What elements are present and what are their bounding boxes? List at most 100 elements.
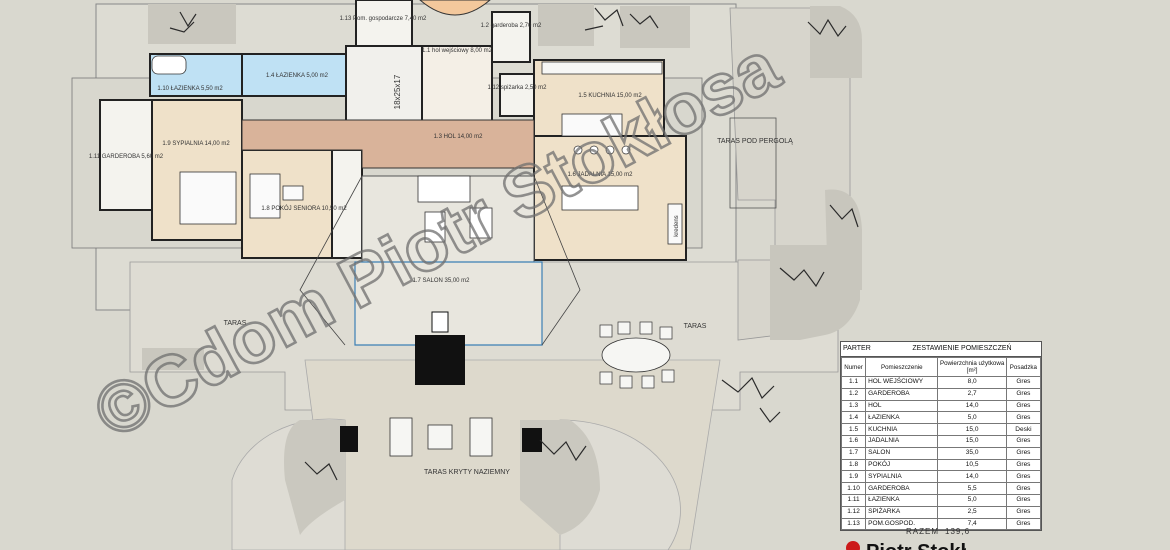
cell-area: 8,0 [937,376,1007,389]
cell-area: 10,5 [937,458,1007,472]
cell-area: 5,0 [937,493,1007,507]
total-label: RAZEM [906,527,939,536]
terrace-table [427,424,453,450]
terrace-chair [661,369,675,383]
room-schedule-table: PARTER ZESTAWIENIE POMIESZCZEŃ Numer Pom… [840,341,1042,532]
header-room: Pomieszczenie [865,357,939,377]
cell-room: GARDEROBA [865,482,939,495]
plant-sketches [169,7,859,481]
cell-number: 1.11 [840,493,867,507]
terrace-chair [619,375,633,389]
kitchen-counter [541,61,663,75]
cell-number: 1.7 [840,446,867,460]
room-1-11 [99,99,153,211]
cell-area: 2,5 [937,505,1007,519]
cell-floor: Gres [1005,517,1042,531]
cell-floor: Gres [1005,493,1042,507]
cell-area: 14,0 [937,399,1007,413]
table-title-row: PARTER ZESTAWIENIE POMIESZCZEŃ [841,342,1041,357]
room-label-1-8: 1.8 POKÓJ SENIORA 10,50 m2 [261,205,347,212]
terrace-dining-table [601,337,671,373]
terrace-label-covered: TARAS KRYTY NAZIEMNY [424,469,510,476]
header-floor: Posadzka [1005,357,1042,377]
cell-room: SYPIALNIA [865,470,939,484]
header-area: Powierzchnia użytkowa [m²] [937,357,1007,377]
terrace-label-left: TARAS [224,320,247,327]
cell-number: 1.5 [840,423,867,436]
room-label-1-12: 1.12 spiżarka 2,50 m2 [487,85,547,91]
cell-room: JADALNIA [865,434,939,448]
terrace-chair [599,324,613,338]
entrance-porch [419,0,491,16]
left-terrace-planter [142,348,204,370]
terrace-label-pergola: TARAS POD PERGOLĄ [717,138,793,145]
top-right-planter [620,6,690,48]
room-1-2 [491,11,531,63]
table-header-row: Numer Pomieszczenie Powierzchnia użytkow… [840,357,1042,377]
cell-floor: Gres [1005,387,1042,401]
desk [282,185,304,201]
cell-area: 2,7 [937,387,1007,401]
terrace-chair [617,321,631,335]
cell-room: HOL [865,399,939,413]
sofa-bed [249,173,281,219]
cell-area: 14,0 [937,470,1007,484]
room-1-1 [421,45,493,123]
stairs-label: 18x25x17 [393,74,402,109]
bathtub [151,55,187,75]
cell-number: 1.1 [840,376,867,389]
terrace-chair [659,326,673,340]
room-1-12 [499,73,535,117]
room-label-1-5: 1.5 KUCHNIA 15,00 m2 [578,93,642,99]
room-1-13 [355,0,413,47]
staircase [345,45,423,131]
room-label-1-11: 1.11 GARDEROBA 5,60 m2 [89,154,164,160]
room-label-1-6: 1.6 JADALNIA 15,00 m2 [567,172,633,178]
cell-number: 1.10 [840,482,867,495]
cell-area: 5,0 [937,411,1007,425]
room-label-1-4: 1.4 ŁAZIENKA 5,00 m2 [266,73,329,79]
cell-room: ŁAZIENKA [865,493,939,507]
cell-floor: Gres [1005,458,1042,472]
table-title-right: ZESTAWIENIE POMIESZCZEŃ [912,345,1012,352]
cell-floor: Gres [1005,482,1042,495]
sideboard [667,203,683,245]
armchair [424,211,446,243]
sideboard-label: kredens [674,215,680,236]
cell-floor: Gres [1005,399,1042,413]
total-area: RAZEM 139,6 [906,527,976,536]
dining-table [561,185,639,211]
bar-stool [621,145,631,155]
pergola-frame [729,117,777,209]
terrace-chair [599,371,613,385]
cell-floor: Gres [1005,446,1042,460]
cell-floor: Gres [1005,505,1042,519]
terrace-chair [639,321,653,335]
cell-area: 35,0 [937,446,1007,460]
room-1-4 [241,53,347,97]
room-label-1-10: 1.10 ŁAZIENKA 5,50 m2 [157,86,223,92]
cell-room: ŁAZIENKA [865,411,939,425]
cell-room: HOL WEJŚCIOWY [865,376,939,389]
fireplace-window [417,175,471,203]
cell-area: 15,0 [937,434,1007,448]
room-label-1-7: 1.7 SALON 35,00 m2 [412,278,470,284]
cell-floor: Gres [1005,411,1042,425]
cell-floor: Gres [1005,376,1042,389]
total-value: 139,6 [945,527,971,536]
cell-room: POKÓJ [865,458,939,472]
bar-stool [573,145,583,155]
logo-text: Piotr Stokł [866,541,966,550]
cell-number: 1.6 [840,434,867,448]
terrace-chair [641,375,655,389]
cell-number: 1.8 [840,458,867,472]
